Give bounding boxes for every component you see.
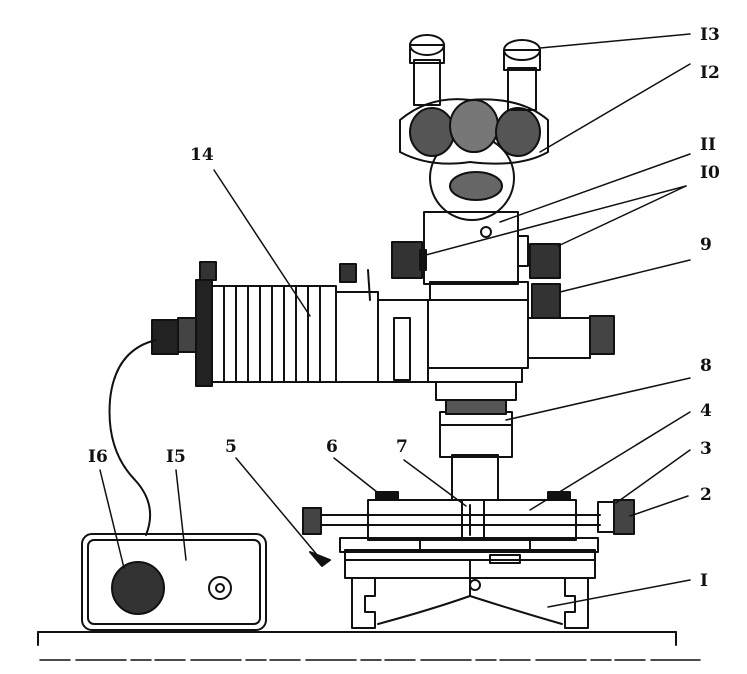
label-2: 2 [700, 485, 712, 505]
leader-line-16 [99, 469, 125, 569]
binocular-head [399, 34, 549, 221]
objective-assembly [427, 367, 523, 501]
label-4: 4 [700, 401, 712, 421]
microscope-base [344, 549, 596, 629]
microscope-body [391, 211, 615, 369]
label-5: 5 [225, 437, 237, 457]
leader-line-3 [615, 449, 691, 504]
leader-line-6 [333, 457, 383, 497]
label-7: 7 [396, 437, 408, 457]
mechanical-stage [302, 491, 635, 567]
label-8: 8 [700, 356, 712, 376]
leader-line-5 [235, 457, 319, 557]
leader-line-4 [529, 411, 691, 511]
leader-line-1 [547, 579, 691, 608]
label-13: I3 [700, 25, 720, 45]
leader-line-11 [499, 153, 691, 223]
leader-line-10a [421, 185, 687, 257]
part-labels: I 2 3 4 5 6 7 8 9 I0 II I2 I3 14 I5 I6 [88, 25, 720, 591]
leader-line-15 [175, 469, 187, 561]
leader-line-12 [539, 63, 691, 153]
leader-line-9 [559, 259, 691, 293]
label-6: 6 [326, 437, 338, 457]
label-11: II [700, 135, 716, 155]
leader-lines [99, 33, 691, 608]
label-16: I6 [88, 447, 108, 467]
label-14: 14 [190, 145, 214, 165]
leader-line-13 [539, 33, 691, 49]
leader-line-10b [557, 185, 687, 247]
leader-line-7 [403, 459, 467, 507]
label-10: I0 [700, 163, 720, 183]
label-9: 9 [700, 235, 712, 255]
leader-line-14 [213, 169, 311, 317]
label-12: I2 [700, 63, 720, 83]
label-15: I5 [166, 447, 186, 467]
label-1: I [700, 571, 708, 591]
table-surface [37, 631, 701, 661]
label-3: 3 [700, 439, 712, 459]
camera-bellows [151, 261, 429, 387]
power-controller [81, 339, 267, 631]
leader-line-8 [505, 377, 691, 421]
leader-line-2 [629, 495, 689, 517]
